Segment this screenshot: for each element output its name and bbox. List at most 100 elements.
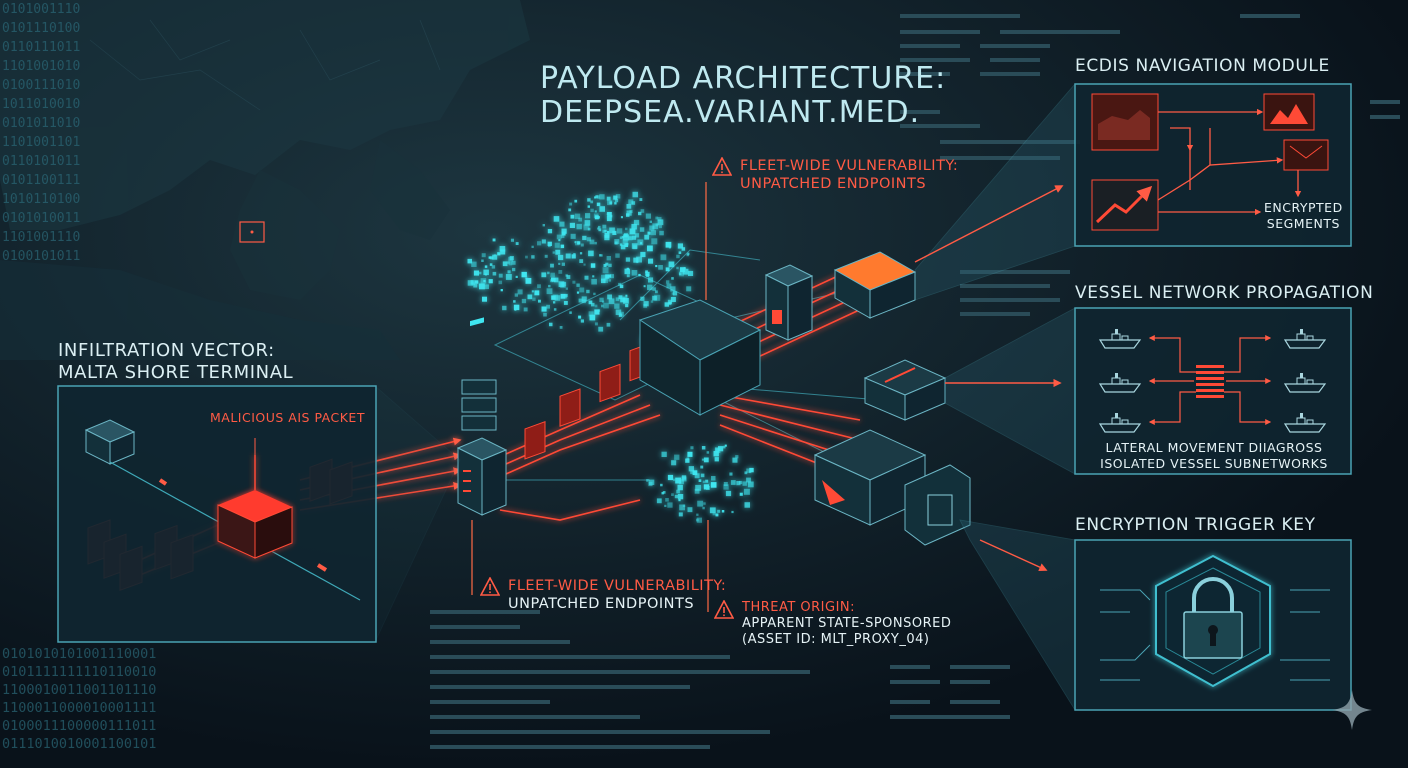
particle: [541, 272, 547, 278]
particle: [513, 304, 520, 311]
particle: [614, 239, 620, 245]
binary-block-bottom: 0101010101001110001 0101111111110110010 …: [2, 646, 157, 752]
threat-line-1: THREAT ORIGIN:: [742, 600, 856, 615]
particle: [587, 205, 590, 208]
vessel-source-node: [863, 359, 947, 421]
particle: [676, 254, 680, 259]
particle: [547, 271, 550, 275]
particle: [534, 290, 540, 296]
particle: [674, 454, 680, 460]
particle: [573, 253, 576, 256]
circuit-lines: [1100, 589, 1330, 681]
lock-hexagon: [1155, 554, 1271, 688]
particle: [658, 225, 662, 229]
particle: [648, 482, 653, 487]
particle: [636, 256, 642, 263]
particle: [467, 258, 472, 264]
threat-line-3: (ASSET ID: MLT_PROXY_04): [742, 632, 930, 647]
particle: [710, 482, 717, 488]
particle: [617, 228, 623, 234]
particle: [618, 295, 623, 300]
particle: [655, 223, 659, 227]
particle: [614, 202, 617, 205]
particle: [666, 280, 670, 284]
particle: [671, 277, 674, 280]
particle: [579, 287, 585, 293]
particle: [550, 272, 555, 278]
particle: [586, 289, 590, 294]
particle: [608, 263, 612, 268]
particle: [619, 311, 624, 317]
particle: [521, 271, 527, 278]
particle: [597, 227, 600, 230]
particle: [491, 265, 496, 269]
particle: [680, 267, 685, 273]
particle: [578, 298, 583, 303]
ecdis-title: ECDIS NAVIGATION MODULE: [1075, 56, 1330, 76]
particle: [531, 245, 534, 248]
particle: [565, 274, 568, 277]
particle: [568, 208, 572, 212]
ship-icon: [1098, 413, 1142, 433]
particle: [546, 288, 553, 295]
particle: [649, 225, 655, 231]
particle: [565, 253, 571, 259]
particle: [582, 235, 587, 241]
threat-origin: THREAT ORIGIN: APPARENT STATE-SPONSORED …: [714, 600, 951, 648]
particle: [523, 307, 528, 312]
particle: [620, 216, 623, 219]
central-hub: [1196, 365, 1224, 398]
particle: [571, 254, 576, 259]
particle: [648, 277, 654, 283]
particle: [674, 494, 679, 499]
particle: [739, 480, 743, 485]
particle: [590, 200, 594, 204]
particle: [601, 274, 607, 281]
particle: [606, 212, 610, 216]
particle: [678, 512, 683, 517]
particle: [618, 282, 622, 286]
particle: [583, 263, 586, 266]
source-cube: [84, 419, 136, 465]
particle: [667, 474, 674, 481]
encryption-panel: [1074, 539, 1352, 711]
particle: [665, 267, 670, 272]
particle: [525, 276, 528, 279]
particle: [657, 219, 664, 226]
particle: [607, 231, 610, 234]
particle: [467, 280, 474, 286]
particle: [624, 268, 630, 275]
particle: [483, 269, 489, 276]
particle: [604, 235, 610, 241]
particle: [541, 239, 546, 244]
particle: [531, 290, 534, 293]
mediterranean-map: [0, 0, 530, 360]
particle: [650, 300, 654, 303]
particle: [658, 265, 663, 270]
particle: [595, 195, 598, 198]
particle: [634, 233, 640, 238]
particle: [592, 275, 595, 278]
particle: [697, 500, 704, 507]
particle: [552, 251, 555, 254]
particle: [550, 263, 554, 268]
particle: [553, 308, 557, 311]
particle: [575, 240, 580, 246]
particle: [591, 302, 595, 307]
particle: [688, 270, 694, 276]
particle: [481, 259, 484, 262]
particle: [717, 509, 721, 513]
particle: [700, 473, 705, 478]
particle: [671, 460, 677, 466]
particle: [594, 322, 598, 326]
particle: [646, 479, 649, 482]
particle: [721, 510, 725, 513]
malicious-packet-label: MALICIOUS AIS PACKET: [210, 410, 365, 425]
ship-icon: [1098, 329, 1142, 349]
particle: [581, 296, 587, 302]
particle: [685, 458, 690, 463]
particle: [714, 447, 719, 452]
particle: [742, 481, 747, 486]
particle: [688, 466, 694, 472]
particle: [500, 249, 506, 255]
